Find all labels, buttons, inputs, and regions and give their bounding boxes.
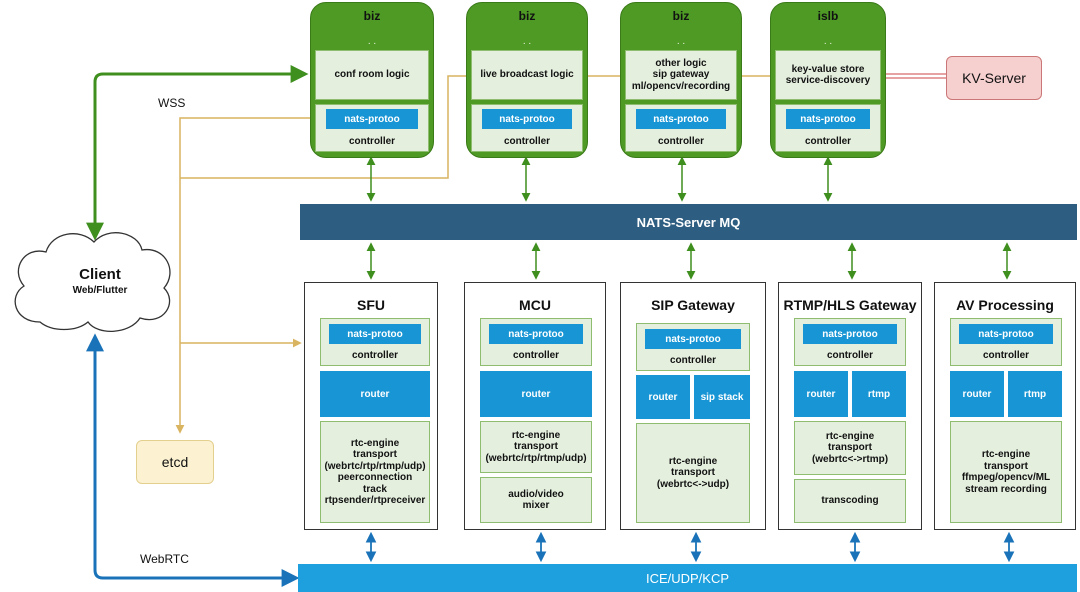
- service-av-processing: AV Processing nats-protoo controller rou…: [934, 282, 1076, 530]
- biz-node-other: biz . . other logic sip gateway ml/openc…: [620, 2, 742, 158]
- av-mixer-box: audio/video mixer: [480, 477, 592, 523]
- client-node: Client Web/Flutter: [30, 266, 170, 296]
- biz-logic-box: other logic sip gateway ml/opencv/record…: [625, 50, 737, 100]
- islb-node: islb . . key-value store service-discove…: [770, 2, 886, 158]
- sip-stack-block: sip stack: [694, 375, 750, 419]
- service-title: SIP Gateway: [651, 297, 735, 313]
- nats-server-mq-bar: NATS-Server MQ: [300, 204, 1077, 240]
- webrtc-link: [86, 333, 300, 587]
- nats-protoo-badge: nats-protoo: [959, 324, 1053, 344]
- biz-node-title: biz: [672, 9, 690, 23]
- biz-logic-box: live broadcast logic: [471, 50, 583, 100]
- controller-label: controller: [351, 350, 399, 361]
- service-sfu: SFU nats-protoo controller router rtc-en…: [304, 282, 438, 530]
- controller-box: nats-protoo controller: [950, 318, 1062, 366]
- wss-label: WSS: [158, 96, 186, 110]
- controller-box: nats-protoo controller: [471, 104, 583, 152]
- service-title: SFU: [357, 297, 385, 313]
- nats-protoo-badge: nats-protoo: [803, 324, 897, 344]
- router-block: router: [320, 371, 430, 417]
- kv-link: [886, 73, 946, 79]
- biz-node-title: biz: [363, 9, 381, 23]
- biz-logic-box: conf room logic: [315, 50, 429, 100]
- rtmp-block: rtmp: [852, 371, 906, 417]
- webrtc-label: WebRTC: [140, 552, 189, 566]
- etcd-node: etcd: [136, 440, 214, 484]
- biz-node-dots: . .: [367, 36, 377, 47]
- biz-node-live: biz . . live broadcast logic nats-protoo…: [466, 2, 588, 158]
- controller-label: controller: [348, 136, 396, 147]
- router-block: router: [950, 371, 1004, 417]
- service-rtmp-hls-gateway: RTMP/HLS Gateway nats-protoo controller …: [778, 282, 922, 530]
- service-mcu: MCU nats-protoo controller router rtc-en…: [464, 282, 606, 530]
- biz-node-dots: . .: [522, 36, 532, 47]
- service-ice-links: [365, 531, 1015, 563]
- controller-label: controller: [512, 350, 560, 361]
- rtc-engine-box: rtc-engine transport (webrtc/rtp/rtmp/ud…: [480, 421, 592, 473]
- controller-box: nats-protoo controller: [775, 104, 881, 152]
- controller-label: controller: [503, 136, 551, 147]
- controller-box: nats-protoo controller: [794, 318, 906, 366]
- controller-box: nats-protoo controller: [315, 104, 429, 152]
- service-sip-gateway: SIP Gateway nats-protoo controller route…: [620, 282, 766, 530]
- controller-box: nats-protoo controller: [480, 318, 592, 366]
- nats-protoo-badge: nats-protoo: [326, 109, 418, 129]
- islb-node-title: islb: [817, 9, 839, 23]
- service-title: RTMP/HLS Gateway: [783, 297, 917, 313]
- controller-label: controller: [669, 355, 717, 366]
- service-title: MCU: [519, 297, 551, 313]
- rtc-engine-box: rtc-engine transport ffmpeg/opencv/ML st…: [950, 421, 1062, 523]
- biz-node-dots: . .: [676, 36, 686, 47]
- client-title: Client: [79, 266, 121, 283]
- rtc-engine-box: rtc-engine transport (webrtc/rtp/rtmp/ud…: [320, 421, 430, 523]
- biz-node-dots: . .: [823, 36, 833, 47]
- service-title: AV Processing: [956, 297, 1054, 313]
- controller-box: nats-protoo controller: [320, 318, 430, 366]
- nats-service-links: [366, 242, 1012, 280]
- biz-node-title: biz: [518, 9, 536, 23]
- biz-nats-links: [366, 156, 833, 202]
- controller-label: controller: [804, 136, 852, 147]
- transcoding-box: transcoding: [794, 479, 906, 523]
- nats-protoo-badge: nats-protoo: [645, 329, 741, 349]
- nats-protoo-badge: nats-protoo: [786, 109, 870, 129]
- kv-server-node: KV-Server: [946, 56, 1042, 100]
- rtc-engine-box: rtc-engine transport (webrtc<->udp): [636, 423, 750, 523]
- client-subtitle: Web/Flutter: [72, 285, 128, 296]
- router-block: router: [480, 371, 592, 417]
- nats-protoo-badge: nats-protoo: [489, 324, 583, 344]
- ice-udp-kcp-bar: ICE/UDP/KCP: [298, 564, 1077, 592]
- islb-logic-box: key-value store service-discovery: [775, 50, 881, 100]
- rtc-engine-box: rtc-engine transport (webrtc<->rtmp): [794, 421, 906, 475]
- controller-box: nats-protoo controller: [625, 104, 737, 152]
- wss-link: [86, 65, 309, 241]
- controller-box: nats-protoo controller: [636, 323, 750, 371]
- controller-label: controller: [657, 136, 705, 147]
- router-block: router: [794, 371, 848, 417]
- controller-label: controller: [826, 350, 874, 361]
- biz-node-conf: biz . . conf room logic nats-protoo cont…: [310, 2, 434, 158]
- nats-protoo-badge: nats-protoo: [636, 109, 726, 129]
- client-cloud: [14, 232, 171, 333]
- nats-protoo-badge: nats-protoo: [482, 109, 572, 129]
- rtmp-block: rtmp: [1008, 371, 1062, 417]
- controller-label: controller: [982, 350, 1030, 361]
- router-block: router: [636, 375, 690, 419]
- nats-protoo-badge: nats-protoo: [329, 324, 421, 344]
